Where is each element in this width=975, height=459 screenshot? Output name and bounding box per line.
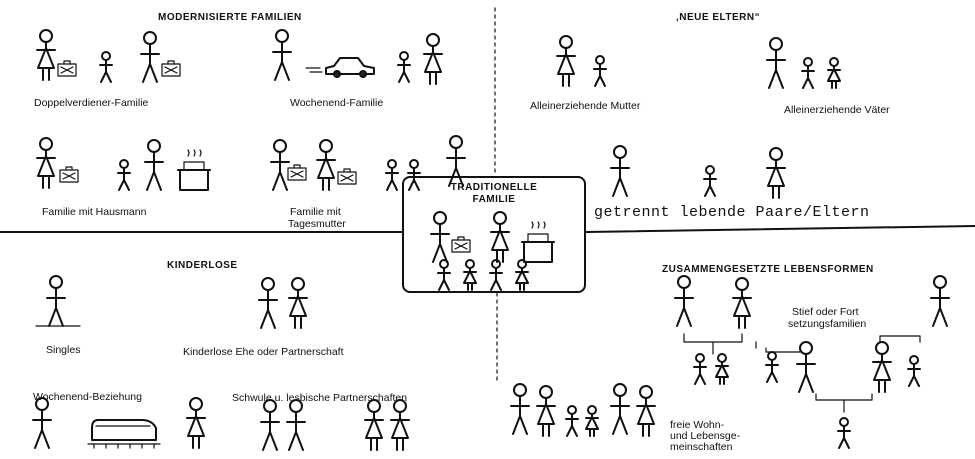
figure-group-traditionelle-familie [430, 211, 555, 291]
label-alleinerziehende-mutter: Alleinerziehende Mutter [530, 100, 641, 112]
header-neue-eltern: ‚NEUE ELTERN“ [676, 12, 761, 23]
label-singles: Singles [46, 344, 81, 356]
figure-group-hausmann [36, 137, 211, 191]
header-kinderlose: KINDERLOSE [167, 260, 238, 271]
label-alleinerziehende-vaeter: Alleinerziehende Väter [784, 104, 890, 116]
label-freie-wohngemeinschaften-3: meinschaften [670, 441, 733, 453]
divider-right [585, 225, 975, 233]
figure-group-stieffamilien [674, 275, 950, 449]
figure-group-tagesmutter [270, 135, 466, 191]
center-title-line-2: FAMILIE [472, 194, 516, 205]
label-familie-mit-hausmann: Familie mit Hausmann [42, 206, 147, 218]
figure-group-wochenend-familie [272, 29, 443, 85]
figure-group-getrennt [610, 145, 786, 199]
label-wochenend-beziehung: Wochenend-Beziehung [33, 391, 142, 403]
figure-group-alleinerziehende-mutter [556, 35, 607, 87]
figure-group-singles [35, 275, 81, 327]
header-zusammengesetzte-lebensformen: ZUSAMMENGESETZTE LEBENSFORMEN [662, 264, 874, 275]
center-title-line-1: TRADITIONELLE [450, 182, 538, 193]
label-familie-mit-tagesmutter-1: Familie mit [290, 206, 341, 218]
label-getrennt-lebende-paare: getrennt lebende Paare/Eltern [594, 204, 870, 221]
figure-group-schwule-lesbische [260, 399, 410, 451]
figure-group-freie-wohngemeinschaften [510, 383, 656, 437]
figure-group-wochenend-beziehung [32, 397, 206, 449]
label-familie-mit-tagesmutter-2: Tagesmutter [288, 218, 346, 230]
header-modernisierte-familien: MODERNISIERTE FAMILIEN [158, 12, 302, 23]
figure-group-doppelverdiener [36, 29, 181, 83]
label-kinderlose-ehe: Kinderlose Ehe oder Partnerschaft [183, 346, 344, 358]
label-stieffamilien-1: Stief oder Fort [792, 306, 859, 318]
label-doppelverdiener-familie: Doppelverdiener-Familie [34, 97, 149, 109]
figure-group-kinderlose-ehe [258, 277, 308, 329]
label-freie-wohngemeinschaften-1: freie Wohn- [670, 419, 725, 431]
traditionelle-familie-title: TRADITIONELLE FAMILIE [404, 182, 584, 206]
label-wochenend-familie: Wochenend-Familie [290, 97, 384, 109]
label-schwule-lesbische-partnerschaften: Schwule u. lesbische Partnerschaften [232, 392, 408, 404]
figure-group-alleinerziehende-vaeter [766, 37, 841, 89]
label-stieffamilien-2: setzungsfamilien [788, 318, 867, 330]
label-freie-wohngemeinschaften-2: und Lebensge- [670, 430, 741, 442]
